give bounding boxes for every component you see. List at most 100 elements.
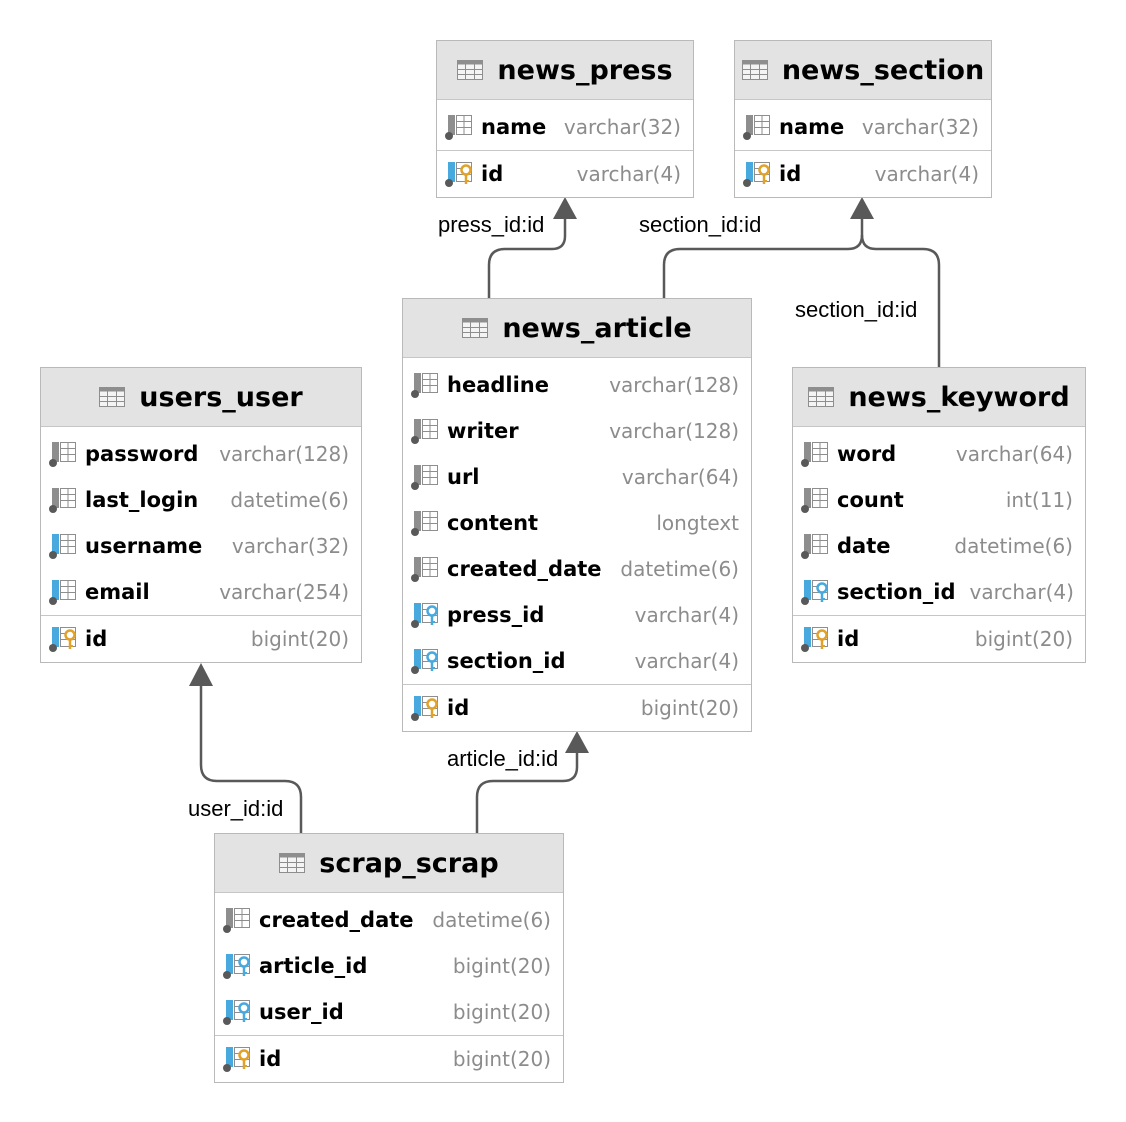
column-name: content (447, 511, 539, 535)
column-name: name (779, 115, 845, 139)
column-type: varchar(4) (634, 603, 739, 627)
column-icon (411, 463, 447, 491)
table-icon (741, 60, 782, 80)
column-icon (411, 509, 447, 537)
primary-key-icon (411, 694, 447, 722)
table-header: users_user (41, 368, 361, 427)
column-row[interactable]: section_id varchar(4) (403, 638, 751, 684)
table-title: scrap_scrap (319, 847, 499, 879)
column-name: created_date (259, 908, 414, 932)
column-name: id (85, 627, 108, 651)
table-title: users_user (139, 381, 303, 413)
column-icon (743, 113, 779, 141)
column-row[interactable]: headline varchar(128) (403, 362, 751, 408)
foreign-key-icon (223, 952, 259, 980)
column-row[interactable]: content longtext (403, 500, 751, 546)
arrowhead-article (565, 731, 589, 753)
table-icon (99, 387, 139, 407)
column-name: word (837, 442, 897, 466)
column-type: varchar(32) (231, 534, 349, 558)
table-header: news_article (403, 299, 751, 358)
column-row[interactable]: created_date datetime(6) (215, 897, 563, 943)
column-type: varchar(32) (861, 115, 979, 139)
arrowhead-user (189, 663, 213, 686)
relation-label: press_id:id (438, 212, 545, 237)
column-name: id (259, 1047, 282, 1071)
column-icon (411, 555, 447, 583)
table-title: news_keyword (848, 381, 1070, 413)
column-type: datetime(6) (954, 534, 1073, 558)
column-name: writer (447, 419, 519, 443)
column-name: headline (447, 373, 549, 397)
column-row[interactable]: id varchar(4) (735, 151, 991, 197)
foreign-key-icon (411, 647, 447, 675)
column-icon (49, 440, 85, 468)
table-scrap-scrap[interactable]: scrap_scrap created_date datetime(6) articl… (214, 833, 564, 1083)
column-type: longtext (656, 511, 739, 535)
column-icon (801, 532, 837, 560)
column-name: last_login (85, 488, 199, 512)
primary-key-section: id bigint(20) (215, 1035, 563, 1082)
column-type: bigint(20) (640, 696, 739, 720)
column-name: user_id (259, 1000, 344, 1024)
column-type: varchar(128) (609, 373, 739, 397)
column-row[interactable]: id bigint(20) (215, 1036, 563, 1082)
column-type: int(11) (1005, 488, 1073, 512)
indexed-column-icon (49, 578, 85, 606)
primary-key-section: id varchar(4) (735, 150, 991, 197)
relation-label: article_id:id (447, 746, 559, 771)
table-title: news_press (497, 54, 673, 86)
column-type: datetime(6) (432, 908, 551, 932)
column-type: varchar(4) (634, 649, 739, 673)
table-header: scrap_scrap (215, 834, 563, 893)
column-icon (411, 371, 447, 399)
table-icon (457, 60, 497, 80)
primary-key-icon (49, 625, 85, 653)
column-icon (801, 440, 837, 468)
column-type: bigint(20) (452, 1047, 551, 1071)
column-row[interactable]: id bigint(20) (41, 616, 361, 662)
column-name: email (85, 580, 150, 604)
column-type: varchar(4) (874, 162, 979, 186)
table-title: news_article (502, 312, 692, 344)
foreign-key-icon (223, 998, 259, 1026)
table-header: news_press (437, 41, 693, 100)
column-icon (49, 486, 85, 514)
column-name: section_id (447, 649, 566, 673)
column-type: bigint(20) (974, 627, 1073, 651)
column-type: bigint(20) (250, 627, 349, 651)
column-icon (223, 906, 259, 934)
column-name: id (779, 162, 802, 186)
primary-key-icon (743, 160, 779, 188)
column-name: id (481, 162, 504, 186)
column-row[interactable]: name varchar(32) (735, 104, 991, 150)
